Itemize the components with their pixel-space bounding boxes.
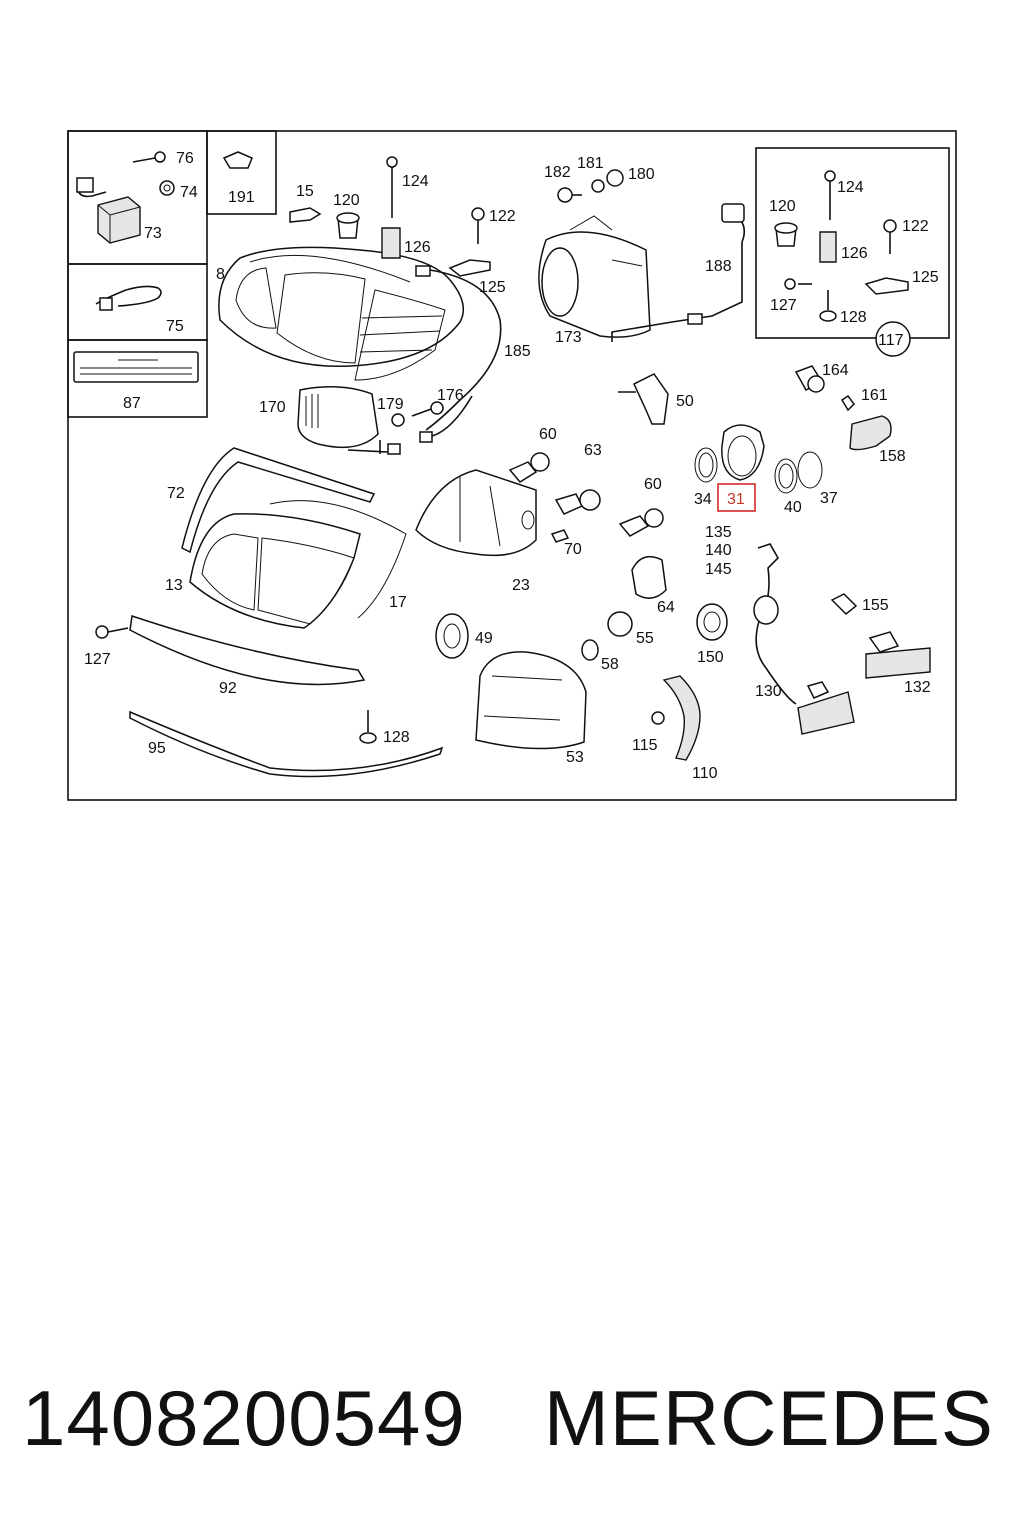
callout-115[interactable]: 115 xyxy=(632,737,658,754)
callout-31[interactable]: 31 xyxy=(727,491,745,508)
callout-31-highlight-box xyxy=(717,483,756,512)
callout-130[interactable]: 130 xyxy=(755,683,782,700)
callout-161[interactable]: 161 xyxy=(861,387,888,404)
callout-191[interactable]: 191 xyxy=(228,189,255,206)
callout-132[interactable]: 132 xyxy=(904,679,931,696)
inset-panels-left xyxy=(67,130,277,418)
callout-34[interactable]: 34 xyxy=(694,491,712,508)
callout-87[interactable]: 87 xyxy=(123,395,141,412)
callout-49[interactable]: 49 xyxy=(475,630,493,647)
callout-128[interactable]: 128 xyxy=(383,729,410,746)
callout-70[interactable]: 70 xyxy=(564,541,582,558)
callout-158[interactable]: 158 xyxy=(879,448,906,465)
callout-124-kit[interactable]: 124 xyxy=(837,179,864,196)
callout-120-kit[interactable]: 120 xyxy=(769,198,796,215)
callout-126-kit[interactable]: 126 xyxy=(841,245,868,262)
callout-176[interactable]: 176 xyxy=(437,387,464,404)
callout-185[interactable]: 185 xyxy=(504,343,531,360)
callout-40[interactable]: 40 xyxy=(784,499,802,516)
diagram-frame xyxy=(67,130,957,801)
parts-diagram: 191 76 74 73 75 87 15 120 124 126 122 12… xyxy=(67,130,957,801)
callout-76[interactable]: 76 xyxy=(176,150,194,167)
callout-182[interactable]: 182 xyxy=(544,164,571,181)
callout-labels: 191 76 74 73 75 87 15 120 124 126 122 12… xyxy=(84,150,939,782)
callout-60-second[interactable]: 60 xyxy=(644,476,662,493)
callout-55[interactable]: 55 xyxy=(636,630,654,647)
part-number: 1408200549 xyxy=(22,1373,466,1462)
callout-72[interactable]: 72 xyxy=(167,485,185,502)
callout-53[interactable]: 53 xyxy=(566,749,584,766)
callout-127[interactable]: 127 xyxy=(84,651,111,668)
callout-140[interactable]: 140 xyxy=(705,542,732,559)
callout-173[interactable]: 173 xyxy=(555,329,582,346)
callout-150[interactable]: 150 xyxy=(697,649,724,666)
callout-127-kit[interactable]: 127 xyxy=(770,297,797,314)
brand-name: MERCEDES xyxy=(543,1373,994,1462)
callout-63[interactable]: 63 xyxy=(584,442,602,459)
callout-126[interactable]: 126 xyxy=(404,239,431,256)
callout-73[interactable]: 73 xyxy=(144,225,162,242)
callout-120[interactable]: 120 xyxy=(333,192,360,209)
callout-13[interactable]: 13 xyxy=(165,577,183,594)
callout-124[interactable]: 124 xyxy=(402,173,429,190)
callout-179[interactable]: 179 xyxy=(377,396,404,413)
callout-181[interactable]: 181 xyxy=(577,155,604,172)
callout-122[interactable]: 122 xyxy=(489,208,516,225)
callout-58[interactable]: 58 xyxy=(601,656,619,673)
callout-117[interactable]: 117 xyxy=(878,332,904,349)
callout-155[interactable]: 155 xyxy=(862,597,889,614)
callout-164[interactable]: 164 xyxy=(822,362,849,379)
callout-23[interactable]: 23 xyxy=(512,577,530,594)
callout-125[interactable]: 125 xyxy=(479,279,506,296)
callout-135[interactable]: 135 xyxy=(705,524,732,541)
callout-50[interactable]: 50 xyxy=(676,393,694,410)
callout-170[interactable]: 170 xyxy=(259,399,286,416)
part-caption: 1408200549 MERCEDES xyxy=(22,1368,1012,1468)
callout-128-kit[interactable]: 128 xyxy=(840,309,867,326)
callout-145[interactable]: 145 xyxy=(705,561,732,578)
callout-60[interactable]: 60 xyxy=(539,426,557,443)
callout-180[interactable]: 180 xyxy=(628,166,655,183)
callout-64[interactable]: 64 xyxy=(657,599,675,616)
callout-17[interactable]: 17 xyxy=(389,594,407,611)
part-illustrations xyxy=(73,151,931,778)
callout-122-kit[interactable]: 122 xyxy=(902,218,929,235)
callout-74[interactable]: 74 xyxy=(180,184,198,201)
callout-125-kit[interactable]: 125 xyxy=(912,269,939,286)
callout-188[interactable]: 188 xyxy=(705,258,732,275)
callout-75[interactable]: 75 xyxy=(166,318,184,335)
callout-92[interactable]: 92 xyxy=(219,680,237,697)
callout-110[interactable]: 110 xyxy=(692,765,718,782)
callout-15[interactable]: 15 xyxy=(296,183,314,200)
inset-panel-117 xyxy=(755,147,950,339)
callout-95[interactable]: 95 xyxy=(148,740,166,757)
callout-37[interactable]: 37 xyxy=(820,490,838,507)
callout-8[interactable]: 8 xyxy=(216,266,225,283)
